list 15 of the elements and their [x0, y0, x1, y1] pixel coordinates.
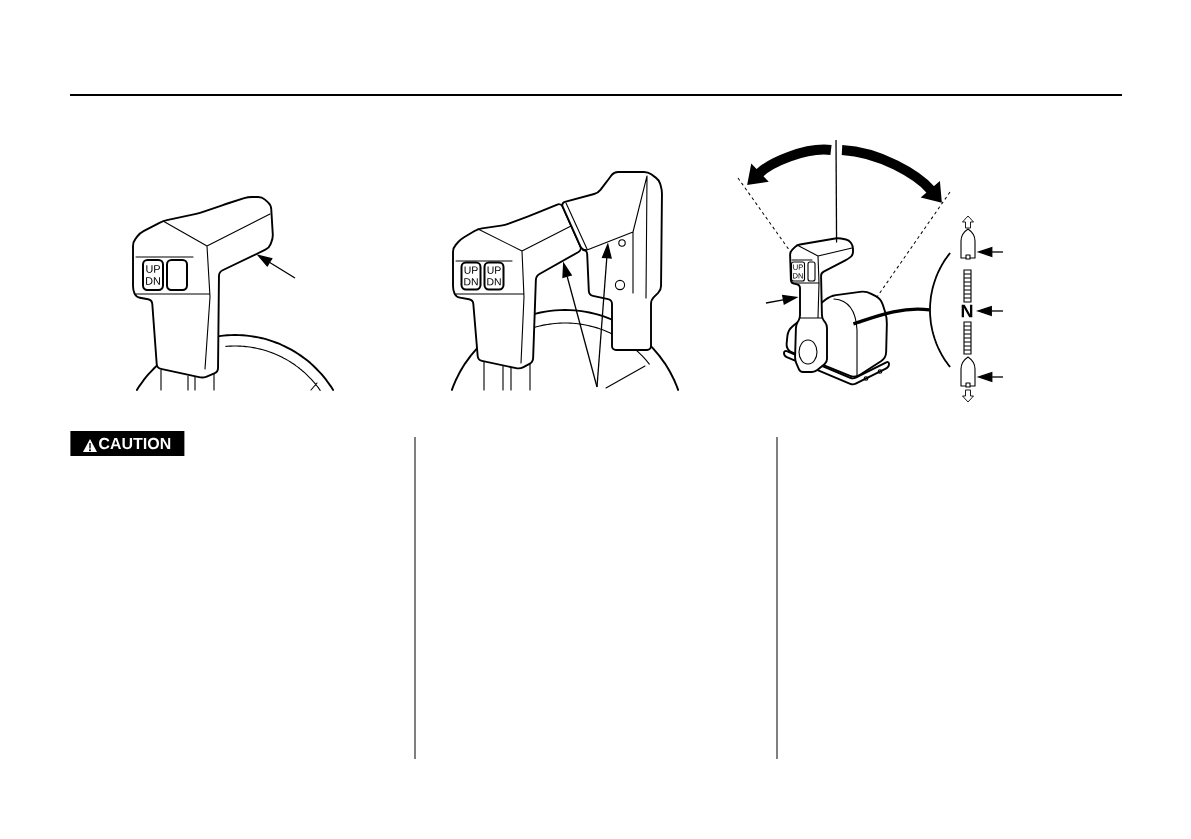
- up-down-button: UP DN: [142, 259, 164, 291]
- up-down-button: UP DN: [460, 261, 482, 291]
- blank-button: [166, 259, 188, 291]
- caution-label: CAUTION: [70, 431, 185, 456]
- up-down-button: UP DN: [483, 261, 505, 291]
- blank-button: [807, 261, 816, 282]
- neutral-mark: N: [961, 304, 973, 318]
- control-lever: [561, 171, 663, 351]
- boat-icon: [960, 356, 976, 388]
- callout-arc: [929, 252, 951, 368]
- control-lever: [789, 237, 854, 373]
- leader-line: [852, 307, 930, 326]
- boat-icon: [960, 228, 976, 260]
- control-lever: [132, 196, 274, 391]
- leader-line: [835, 139, 838, 244]
